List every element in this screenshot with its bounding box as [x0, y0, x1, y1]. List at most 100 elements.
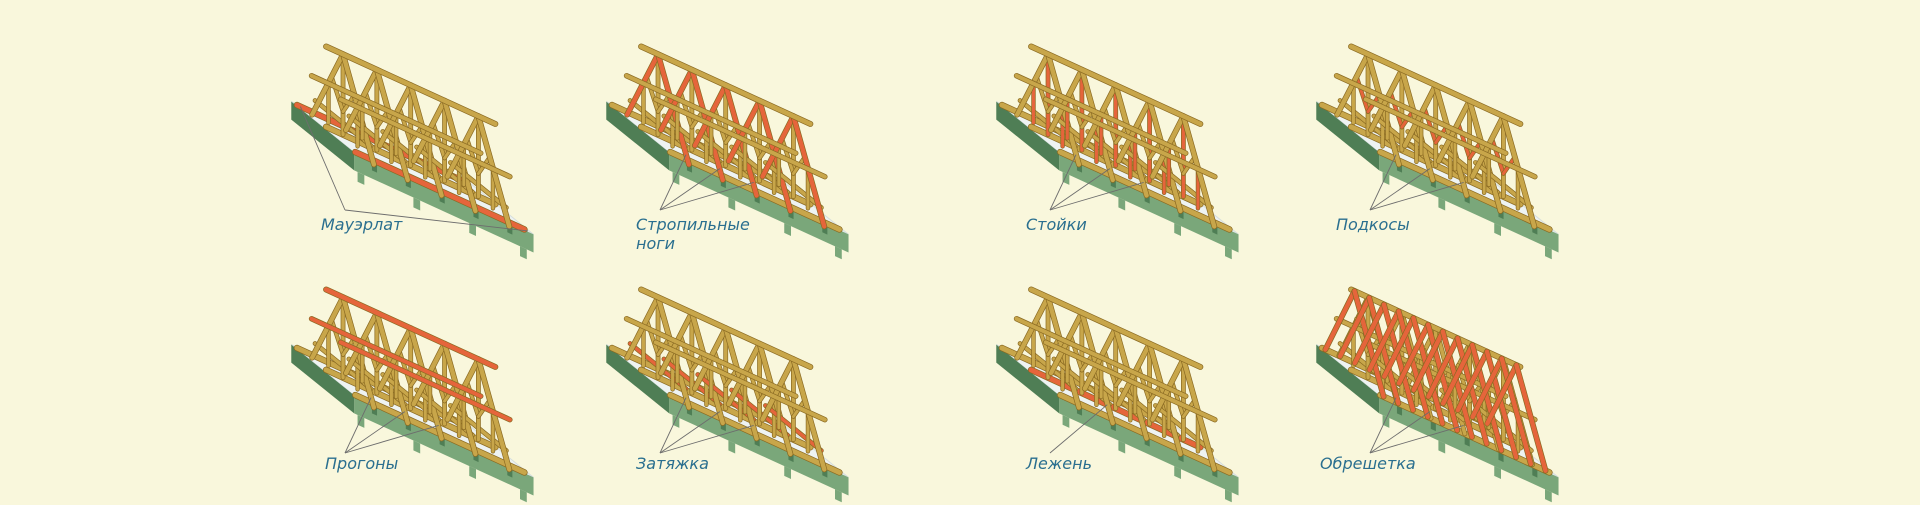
batten-highlighted: [1484, 348, 1520, 461]
leader-line: [1049, 404, 1108, 454]
batten-highlighted: [1366, 308, 1402, 373]
roof-frame-rafter-legs-icon: [605, 43, 849, 260]
leader-line: [659, 397, 687, 454]
batten-highlighted: [1322, 288, 1358, 353]
strut: [644, 316, 661, 357]
roof-frame-tie-beam-icon: [605, 286, 849, 503]
wall-pier: [1225, 246, 1232, 260]
strut: [430, 120, 447, 161]
side-purlin: [1333, 73, 1509, 156]
side-wall: [606, 344, 670, 414]
panel-label: Обрешетка: [1320, 454, 1416, 473]
strut: [464, 135, 481, 176]
wall-pier: [672, 414, 680, 428]
batten-highlighted: [1410, 315, 1446, 427]
panel-sill-beam: Лежень: [990, 258, 1320, 503]
side-wall: [996, 101, 1060, 171]
panel-mauerlat: Мауэрлат: [285, 15, 615, 260]
leader-line: [659, 181, 754, 211]
side-purlin: [308, 73, 484, 156]
panel-label: Прогоны: [325, 454, 399, 473]
strut-highlighted: [1388, 89, 1405, 130]
wall-pier: [835, 489, 842, 503]
wall-pier: [1438, 440, 1446, 454]
leader-line: [1049, 168, 1111, 211]
panel-label: Лежень: [1026, 454, 1093, 473]
strut-highlighted: [1354, 73, 1371, 114]
side-purlin: [1042, 96, 1218, 180]
leader-line: [659, 168, 721, 211]
panel-rafter-legs: Стропильные ноги: [600, 15, 930, 260]
ridge-purlin: [1028, 43, 1204, 127]
leader-lines: [659, 154, 754, 211]
panel-battens: Обрешетка: [1310, 258, 1640, 503]
strut: [1101, 347, 1118, 388]
strut: [1034, 73, 1051, 114]
wall-pier: [1545, 246, 1552, 260]
side-purlin: [623, 73, 799, 156]
wall-pier: [1382, 414, 1390, 428]
strut: [678, 89, 695, 130]
batten-highlighted: [1395, 308, 1431, 420]
wall-pier: [520, 246, 527, 260]
strut: [1101, 104, 1118, 145]
strut: [363, 332, 380, 373]
side-purlin: [337, 96, 513, 180]
batten-highlighted: [1513, 362, 1549, 474]
batten-highlighted: [1425, 335, 1461, 400]
wall-pier: [413, 440, 421, 454]
wall-pier: [1438, 197, 1446, 211]
strut: [464, 378, 481, 419]
wall-pier: [1118, 440, 1126, 454]
ridge-purlin: [638, 43, 814, 127]
side-purlin-highlighted: [308, 316, 484, 399]
strut: [363, 89, 380, 130]
wall-pier: [357, 171, 365, 185]
strut: [745, 363, 762, 404]
wall-pier: [728, 197, 736, 211]
batten-highlighted: [1439, 328, 1475, 440]
ridge-purlin: [638, 286, 814, 370]
strut: [678, 332, 695, 373]
batten-highlighted: [1440, 342, 1476, 407]
wall-pier: [784, 223, 792, 236]
leader-lines: [1049, 404, 1108, 454]
batten-highlighted: [1351, 288, 1387, 400]
ridge-purlin-highlighted: [323, 286, 499, 370]
batten-highlighted: [1381, 301, 1416, 413]
roof-frame-mauerlat-icon: [290, 43, 534, 260]
wall-pier: [357, 414, 365, 428]
batten-highlighted: [1381, 315, 1417, 380]
leader-line: [344, 411, 406, 454]
leader-lines: [1049, 154, 1144, 211]
roof-frame-posts-icon: [995, 43, 1239, 260]
wall-pier: [1494, 223, 1502, 236]
panel-label: Подкосы: [1336, 215, 1410, 234]
strut: [1169, 378, 1186, 419]
wall-pier: [1118, 197, 1126, 211]
batten-highlighted: [1337, 294, 1373, 360]
panel-label: Стропильные ноги: [636, 215, 750, 253]
batten-highlighted: [1410, 328, 1446, 393]
batten-highlighted: [1425, 321, 1461, 434]
panel-label: Затяжка: [636, 454, 709, 473]
panel-posts: Стойки: [990, 15, 1320, 260]
side-purlin: [652, 339, 828, 423]
panel-label: Мауэрлат: [321, 215, 403, 234]
strut: [1135, 120, 1152, 161]
side-purlin: [623, 316, 799, 399]
batten-highlighted: [1454, 335, 1490, 447]
strut-highlighted: [1489, 135, 1506, 176]
wall-pier: [1494, 466, 1502, 479]
side-purlin: [1013, 316, 1189, 399]
ridge-purlin: [323, 43, 499, 127]
panel-tie-beam: Затяжка: [600, 258, 930, 503]
batten-highlighted: [1469, 355, 1505, 420]
strut: [1169, 135, 1186, 176]
wall-pier: [1174, 466, 1182, 479]
leader-line: [1049, 154, 1077, 211]
leader-line: [299, 106, 346, 211]
leader-lines: [1369, 154, 1464, 211]
batten-highlighted: [1366, 294, 1402, 407]
